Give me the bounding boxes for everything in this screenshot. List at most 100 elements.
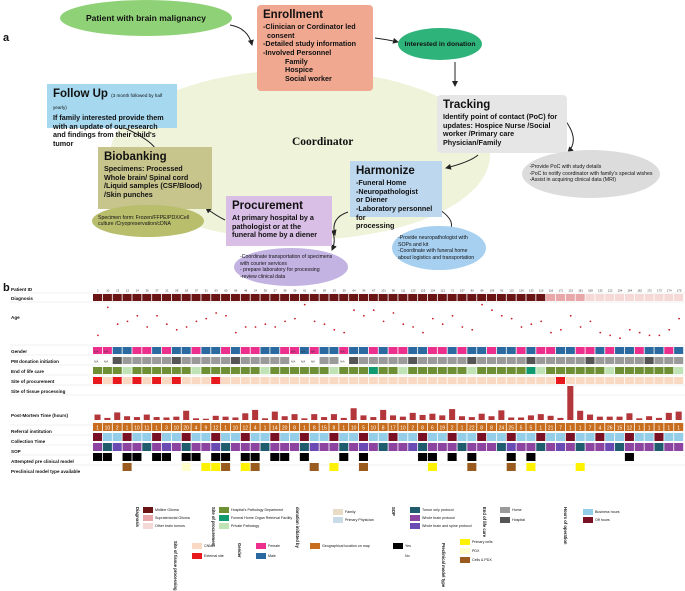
row-label: Gender [11, 349, 28, 354]
end-of-life-cell [516, 357, 526, 364]
pm-time-bar [104, 417, 111, 420]
collection-time-cell [368, 433, 378, 441]
collection-time-cell [211, 433, 221, 441]
diagnosis-cell [487, 294, 497, 301]
patient-id: 115 [539, 289, 544, 293]
row-label: Collection Time [11, 439, 46, 444]
pm-time-bar [419, 414, 426, 420]
referral-cell [122, 423, 132, 431]
sop-cell [319, 443, 329, 451]
procurement-cell [437, 367, 447, 374]
patient-text: Patient with brain malignancy [86, 13, 206, 23]
age-point [382, 320, 385, 323]
diagnosis-cell [437, 294, 447, 301]
diagnosis-cell [575, 294, 585, 301]
procurement-cell [339, 367, 349, 374]
referral-value: 7 [589, 425, 592, 431]
referral-value: 20 [282, 425, 288, 431]
attempted-model-cell [349, 453, 359, 461]
procurement-cell [329, 367, 339, 374]
referral-value: 8 [480, 425, 483, 431]
referral-value: 1 [342, 425, 345, 431]
age-point [353, 309, 355, 312]
diagnosis-cell [280, 294, 290, 301]
procurement-cell [595, 367, 605, 374]
sop-cell [132, 443, 142, 451]
attempted-model-cell [408, 453, 418, 461]
pm-time-bar [330, 414, 337, 420]
end-of-life-cell [467, 357, 477, 364]
pm-time-bar [281, 416, 288, 420]
tissue-processing-cell [437, 377, 447, 384]
legend-eol-title: End of life care [482, 507, 487, 538]
gender-cell [270, 347, 280, 354]
procurement-cell [654, 367, 664, 374]
end-of-life-cell [477, 357, 487, 364]
patient-id: 21 [165, 289, 169, 293]
referral-value: 11 [144, 425, 149, 431]
age-point [619, 337, 621, 340]
patient-id: 37 [195, 289, 199, 293]
attempted-model-cell [211, 453, 221, 461]
referral-cell [447, 423, 457, 431]
pm-time-bar [439, 415, 446, 420]
na-label: N/A [311, 360, 316, 364]
patient-id: 171 [559, 289, 564, 293]
end-of-life-cell [427, 357, 437, 364]
gender-cell [654, 347, 664, 354]
end-of-life-cell [555, 357, 565, 364]
end-of-life-cell [280, 357, 290, 364]
gender-cell [171, 347, 181, 354]
legend-primary-swatch [460, 539, 470, 545]
legend-whole-spine-swatch [410, 523, 420, 529]
patient-id: 132 [598, 289, 603, 293]
enrollment-box: Enrollment -Clinician or Cordinator led … [257, 5, 373, 91]
referral-value: 1 [461, 425, 464, 431]
gender-cell [142, 347, 152, 354]
referral-cell [496, 423, 506, 431]
patient-id: 56 [284, 289, 288, 293]
tissue-processing-cell [388, 377, 398, 384]
legend-geo-label: Geographical location on map [322, 544, 370, 548]
gender-cell [615, 347, 625, 354]
end-of-life-cell [634, 357, 644, 364]
procurement-cell [280, 367, 290, 374]
sop-cell [644, 443, 654, 451]
na-label: N/A [340, 360, 345, 364]
attempted-model-cell [142, 453, 152, 461]
row-label: End of life care [11, 369, 44, 374]
referral-cell [299, 423, 309, 431]
diagnosis-cell [132, 294, 142, 301]
legend-tumor-swatch [410, 507, 420, 513]
gender-cell [388, 347, 398, 354]
gender-cell [181, 347, 191, 354]
harmonize-item: or Diener [356, 195, 388, 205]
legend-cellspdx-label: Cells & PDX [472, 558, 492, 562]
diagnosis-cell [211, 294, 221, 301]
gender-cell [112, 347, 122, 354]
diagnosis-cell [201, 294, 211, 301]
procurement-cell [250, 367, 260, 374]
gender-cell [339, 347, 349, 354]
referral-value: 1 [126, 425, 129, 431]
patient-id: 172 [647, 289, 652, 293]
pm-time-bar [636, 418, 643, 420]
sop-cell [161, 443, 171, 451]
sop-cell [418, 443, 428, 451]
tissue-processing-cell [270, 377, 280, 384]
pm-time-bar [478, 413, 485, 420]
row-label: Referral institution [11, 429, 52, 434]
pm-time-bar [291, 414, 298, 420]
diagnosis-cell [349, 294, 359, 301]
legend-procurement-title: Site of procurement [211, 507, 216, 547]
cohort-grid-svg: 1N/AN/A110N/AN/A101321211410261127121328… [10, 289, 685, 471]
collection-time-cell [585, 433, 595, 441]
referral-cell [309, 423, 319, 431]
attempted-model-cell [565, 453, 575, 461]
patient-id: 116 [549, 289, 554, 293]
referral-value: 25 [508, 425, 514, 431]
age-point [540, 320, 543, 323]
model-type-cell [526, 463, 536, 471]
referral-cell [161, 423, 171, 431]
patient-id: 54 [362, 289, 366, 293]
